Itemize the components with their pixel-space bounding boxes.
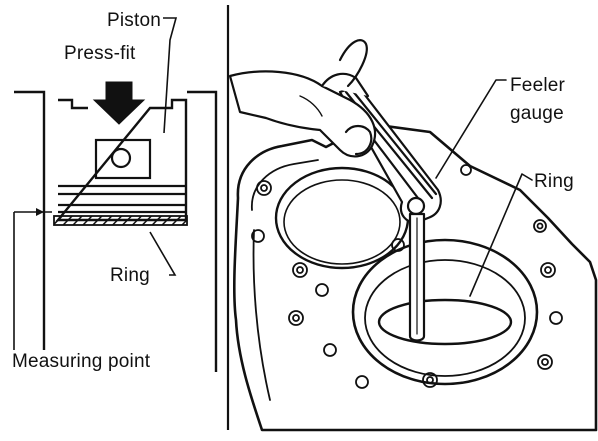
hand-finger-2	[344, 124, 373, 156]
ring-leader-right	[469, 173, 533, 297]
ring-leader-left	[149, 231, 177, 276]
cylinder-bore-right-wall	[187, 90, 218, 372]
wrist-pin-boss	[94, 138, 152, 180]
label-ring-right: Ring	[534, 171, 574, 192]
label-measuring-point: Measuring point	[12, 351, 151, 372]
hand-thumb	[338, 39, 368, 88]
feeler-gauge-leader	[435, 79, 507, 179]
right-panel	[228, 39, 598, 432]
hand-palm	[228, 70, 377, 158]
piston-ring	[53, 215, 188, 226]
left-panel	[13, 17, 218, 372]
wrist-pin	[110, 147, 132, 169]
feeler-gauge-rivet	[406, 196, 426, 216]
cylinder-bore-left-wall	[14, 90, 46, 350]
engine-deck-edge	[251, 159, 319, 401]
hand	[228, 39, 377, 158]
cylinder-2-inner	[364, 259, 526, 377]
label-press-fit: Press-fit	[64, 43, 136, 64]
bolt-holes	[251, 164, 563, 389]
label-gauge: gauge	[510, 103, 564, 124]
label-piston: Piston	[107, 10, 162, 31]
engine-block-outline	[232, 122, 598, 432]
hand-knuckle	[299, 95, 323, 117]
piston-leader	[163, 17, 178, 134]
cylinder-1-inner	[283, 179, 401, 265]
label-feeler: Feeler	[510, 75, 566, 96]
piston-ring-in-bore	[377, 298, 513, 346]
cylinder-1-bore	[274, 166, 410, 270]
feeler-gauge-leaf-2	[350, 88, 438, 196]
label-ring-left: Ring	[110, 265, 150, 286]
cylinder-2-bore	[351, 238, 539, 386]
press-fit-arrow	[92, 81, 146, 125]
measuring-point-arrow	[36, 208, 44, 216]
